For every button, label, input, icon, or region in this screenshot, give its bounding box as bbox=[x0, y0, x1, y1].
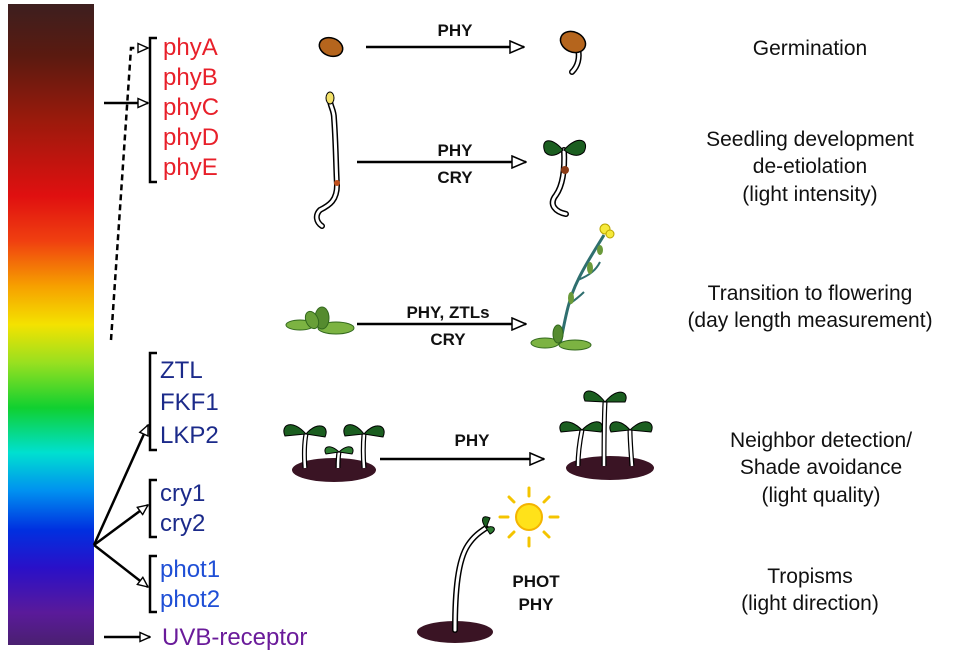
receptor-label-ztl: ZTL bbox=[160, 357, 203, 384]
phytochrome-bracket bbox=[148, 36, 157, 184]
blue-to-cry-arrow bbox=[93, 505, 148, 547]
deetiolation-agent-label-2: CRY bbox=[437, 168, 473, 187]
receptor-label-cry1: cry1 bbox=[160, 480, 206, 507]
blue-to-phot-arrow bbox=[93, 544, 148, 587]
ztl-bracket bbox=[148, 351, 157, 452]
response-shade-avoidance: Neighbor detection/ Shade avoidance (lig… bbox=[706, 427, 936, 509]
response-line: (day length measurement) bbox=[687, 309, 933, 333]
sun-icon bbox=[498, 486, 560, 548]
receptor-label-phyb: phyB bbox=[163, 64, 218, 91]
germination-agent-label: PHY bbox=[437, 21, 473, 40]
light-spectrum-bar bbox=[8, 4, 94, 645]
etiolated-seedling-illustration bbox=[313, 91, 341, 229]
response-line: (light quality) bbox=[761, 483, 881, 507]
shade-agent-label: PHY bbox=[454, 431, 490, 450]
cry-bracket bbox=[148, 478, 157, 539]
elongated-seedlings-illustration bbox=[559, 390, 654, 480]
receptor-label-cry2: cry2 bbox=[160, 510, 206, 537]
green-seedling-illustration bbox=[543, 139, 586, 217]
response-flowering: Transition to flowering (day length meas… bbox=[664, 280, 956, 335]
response-tropisms: Tropisms (light direction) bbox=[720, 563, 900, 618]
flowering-agent-label-1: PHY, ZTLs bbox=[406, 303, 490, 322]
response-line: Transition to flowering bbox=[707, 282, 913, 305]
response-line: Seedling development bbox=[706, 128, 914, 151]
receptor-label-phyd: phyD bbox=[163, 124, 220, 151]
response-line: Tropisms bbox=[767, 565, 853, 588]
blue-to-ztl-arrow bbox=[92, 425, 150, 546]
tropism-agent-label-1: PHOT bbox=[512, 572, 560, 591]
response-line: Germination bbox=[752, 37, 868, 60]
receptor-label-phyc: phyC bbox=[163, 94, 220, 121]
germinated-seed-illustration bbox=[559, 30, 587, 75]
tropism-agent-label-2: PHY bbox=[518, 595, 554, 614]
seed-illustration bbox=[318, 36, 344, 58]
receptor-label-uvb: UVB-receptor bbox=[162, 624, 308, 651]
flowering-plant-illustration bbox=[530, 223, 615, 351]
phya-dashed-arrow bbox=[109, 48, 148, 341]
phot-bracket bbox=[148, 554, 157, 614]
rosette-plant-illustration bbox=[285, 306, 355, 335]
receptor-label-phot1: phot1 bbox=[160, 556, 221, 583]
response-line: (light intensity) bbox=[742, 182, 878, 206]
response-deetiolation: Seedling development de-etiolation (ligh… bbox=[672, 126, 948, 208]
receptor-label-phye: phyE bbox=[163, 154, 218, 181]
receptor-label-phya: phyA bbox=[163, 34, 218, 61]
flowering-agent-label-2: CRY bbox=[430, 330, 466, 349]
receptor-label-fkf1: FKF1 bbox=[160, 389, 219, 416]
response-line: de-etiolation bbox=[752, 155, 868, 179]
response-line: Neighbor detection/ bbox=[729, 429, 913, 452]
bending-seedling-illustration bbox=[417, 516, 495, 643]
response-germination: Germination bbox=[700, 35, 920, 62]
response-line: (light direction) bbox=[741, 592, 879, 616]
receptor-label-lkp2: LKP2 bbox=[160, 422, 219, 449]
deetiolation-agent-label-1: PHY bbox=[437, 141, 473, 160]
response-line: Shade avoidance bbox=[739, 456, 903, 480]
sparse-seedlings-illustration bbox=[283, 424, 385, 482]
receptor-label-phot2: phot2 bbox=[160, 586, 221, 613]
